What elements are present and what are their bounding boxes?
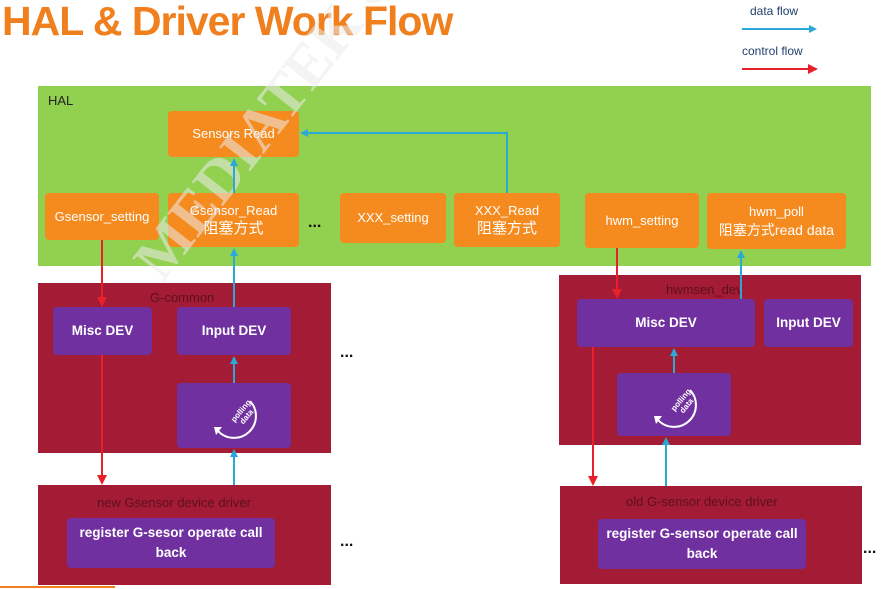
hwmsen-input-dev-box: Input DEV	[764, 299, 853, 347]
xxx-read-box: XXX_Read 阻塞方式	[454, 193, 560, 247]
old-driver-callback-box: register G-sensor operate call back	[598, 519, 806, 569]
hwmsen-input-dev-label: Input DEV	[776, 315, 841, 330]
g-common-misc-dev-box: Misc DEV	[53, 307, 152, 355]
g-common-ellipsis: ...	[340, 344, 354, 361]
arrow-xxx-read-to-sensors-read	[300, 129, 508, 193]
footer-accent-line	[0, 586, 115, 588]
gsensor-read-label: Gsensor_Read	[189, 203, 278, 218]
gsensor-read-box: Gsensor_Read 阻塞方式	[168, 193, 299, 247]
xxx-read-label: XXX_Read	[474, 203, 540, 218]
new-driver-callback-label: register G-sesor operate call back	[79, 525, 263, 560]
hal-label: HAL	[48, 93, 74, 108]
g-common-polling-box: polling data	[177, 383, 291, 448]
xxx-setting-label: XXX_setting	[357, 210, 429, 225]
g-common-misc-dev-label: Misc DEV	[71, 323, 134, 338]
gsensor-read-mode-label: 阻塞方式	[203, 220, 264, 237]
gsensor-setting-box: Gsensor_setting	[45, 193, 159, 240]
polling-data-icon: polling data	[214, 397, 257, 439]
hwm-setting-label: hwm_setting	[605, 212, 679, 228]
hwmsen-label: hwmsen_dev	[666, 282, 743, 297]
new-driver-callback-box: register G-sesor operate call back	[67, 518, 275, 568]
gsensor-setting-label: Gsensor_setting	[54, 208, 150, 224]
hwm-poll-mode-label: 阻塞方式read data	[718, 222, 835, 238]
hwmsen-misc-dev-box: Misc DEV	[577, 299, 755, 347]
sensors-read-label: Sensors Read	[192, 126, 275, 141]
hwm-poll-label: hwm_poll	[749, 204, 804, 219]
old-driver-label: old G-sensor device driver	[626, 494, 778, 509]
g-common-label: G-common	[150, 290, 215, 305]
legend-data-flow-label: data flow	[750, 4, 799, 18]
polling-data-icon: polling data	[654, 386, 697, 428]
hwmsen-polling-box: polling data	[617, 373, 731, 436]
g-common-input-dev-box: Input DEV	[177, 307, 291, 355]
old-driver-ellipsis: ...	[863, 540, 877, 557]
legend-control-flow-label: control flow	[742, 44, 803, 58]
sensors-read-box: Sensors Read	[168, 111, 299, 157]
new-driver-ellipsis: ...	[340, 533, 354, 550]
page-title: HAL & Driver Work Flow	[2, 0, 453, 44]
hwm-setting-box: hwm_setting	[585, 193, 699, 248]
old-driver-callback-label: register G-sensor operate call back	[606, 526, 798, 561]
hal-ellipsis: ...	[308, 214, 322, 231]
hwmsen-misc-dev-label: Misc DEV	[635, 315, 697, 330]
xxx-setting-box: XXX_setting	[340, 193, 446, 243]
xxx-read-mode-label: 阻塞方式	[476, 220, 537, 237]
g-common-input-dev-label: Input DEV	[201, 323, 267, 338]
hwm-poll-box: hwm_poll 阻塞方式read data	[707, 193, 846, 249]
new-driver-label: new Gsensor device driver	[97, 495, 251, 510]
